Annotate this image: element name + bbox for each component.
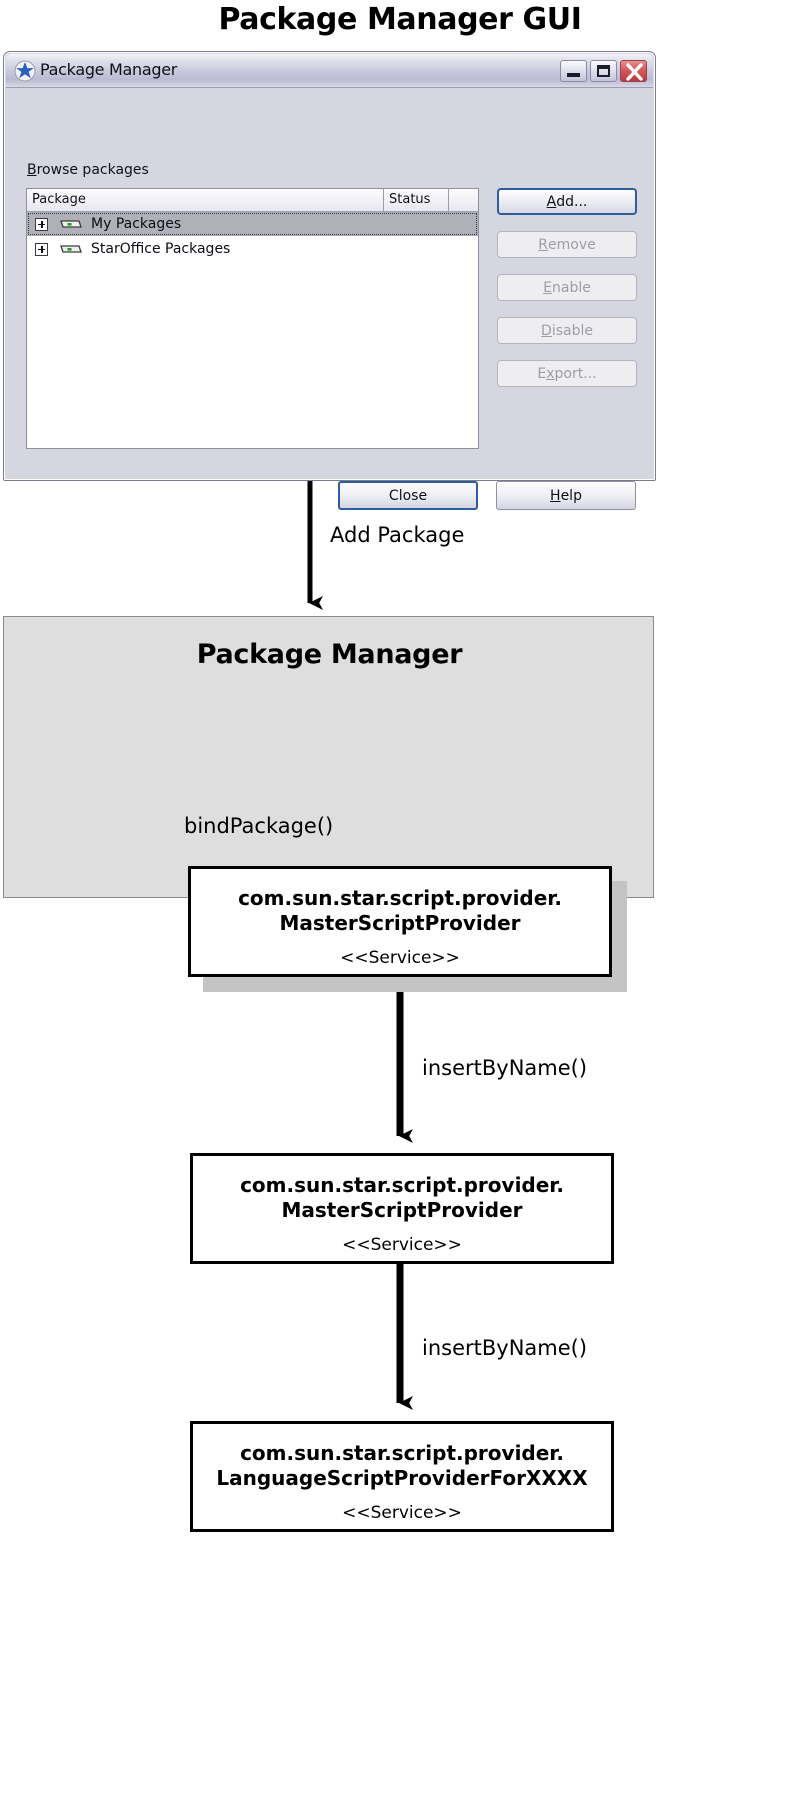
maximize-icon xyxy=(597,65,610,77)
close-window-button[interactable] xyxy=(620,60,647,82)
service-box-language-script-provider: com.sun.star.script.provider. LanguageSc… xyxy=(190,1421,614,1532)
service-box-master-script-provider-1: com.sun.star.script.provider. MasterScri… xyxy=(188,866,612,977)
browse-packages-label: Browse packages xyxy=(27,162,149,178)
service-stereotype: <<Service>> xyxy=(342,1235,462,1255)
row-label: StarOffice Packages xyxy=(91,241,231,257)
service-line1: com.sun.star.script.provider. xyxy=(238,886,562,910)
table-row[interactable]: StarOffice Packages xyxy=(27,237,478,261)
page-title: Package Manager GUI xyxy=(218,2,582,37)
remove-accel: R xyxy=(538,236,548,253)
edge-label-insert-by-name-2: insertByName() xyxy=(422,1336,588,1360)
expand-plus-icon[interactable] xyxy=(35,217,48,231)
package-drive-icon xyxy=(59,242,83,256)
help-post: elp xyxy=(560,487,582,504)
edge-label-add-package: Add Package xyxy=(330,523,465,547)
architecture-diagram: Add Package Package Manager bindPackage(… xyxy=(0,481,800,1818)
help-accel: H xyxy=(550,487,561,504)
service-name: com.sun.star.script.provider. LanguageSc… xyxy=(193,1441,611,1491)
close-button[interactable]: Close xyxy=(338,481,478,510)
package-list-header: Package Status xyxy=(27,189,478,212)
dialog-titlebar[interactable]: Package Manager xyxy=(6,54,653,88)
service-name: com.sun.star.script.provider. MasterScri… xyxy=(191,886,609,936)
package-manager-container: Package Manager xyxy=(3,616,654,898)
remove-post: emove xyxy=(548,236,596,253)
service-line2: LanguageScriptProviderForXXXX xyxy=(216,1466,588,1490)
service-name: com.sun.star.script.provider. MasterScri… xyxy=(193,1173,611,1223)
close-icon xyxy=(624,62,645,86)
service-line2: MasterScriptProvider xyxy=(279,911,521,935)
enable-accel: E xyxy=(543,279,552,296)
package-manager-title: Package Manager xyxy=(196,639,463,670)
package-drive-icon xyxy=(59,217,83,231)
export-accel: x xyxy=(546,365,555,382)
package-list[interactable]: Package Status My Packages Star xyxy=(26,188,479,449)
service-stereotype: <<Service>> xyxy=(340,948,460,968)
edge-label-bind-package: bindPackage() xyxy=(184,814,334,838)
expand-plus-icon[interactable] xyxy=(35,242,48,256)
service-line2: MasterScriptProvider xyxy=(281,1198,523,1222)
service-box-master-script-provider-2: com.sun.star.script.provider. MasterScri… xyxy=(190,1153,614,1264)
minimize-icon xyxy=(567,73,580,77)
close-pre: Close xyxy=(388,487,428,504)
disable-post: isable xyxy=(551,322,593,339)
enable-post: nable xyxy=(552,279,591,296)
column-header-extra[interactable] xyxy=(449,189,478,211)
export-post: port... xyxy=(554,365,597,382)
column-header-package[interactable]: Package xyxy=(27,189,384,211)
export-pre: E xyxy=(537,365,547,382)
browse-accel: B xyxy=(27,162,37,178)
package-manager-dialog: Package Manager Browse packages Package … xyxy=(3,51,656,510)
service-line1: com.sun.star.script.provider. xyxy=(240,1173,564,1197)
maximize-button[interactable] xyxy=(590,60,617,82)
table-row[interactable]: My Packages xyxy=(27,212,478,236)
minimize-button[interactable] xyxy=(560,60,587,82)
row-label: My Packages xyxy=(91,216,182,232)
disable-accel: D xyxy=(541,322,552,339)
service-line1: com.sun.star.script.provider. xyxy=(240,1441,564,1465)
service-stereotype: <<Service>> xyxy=(342,1503,462,1523)
dialog-title: Package Manager xyxy=(40,60,178,79)
add-accel: A xyxy=(546,193,557,210)
staroffice-star-icon xyxy=(14,60,36,82)
add-post: dd... xyxy=(556,193,588,210)
browse-rest: rowse packages xyxy=(36,162,149,178)
column-header-status[interactable]: Status xyxy=(384,189,449,211)
edge-label-insert-by-name-1: insertByName() xyxy=(422,1056,588,1080)
